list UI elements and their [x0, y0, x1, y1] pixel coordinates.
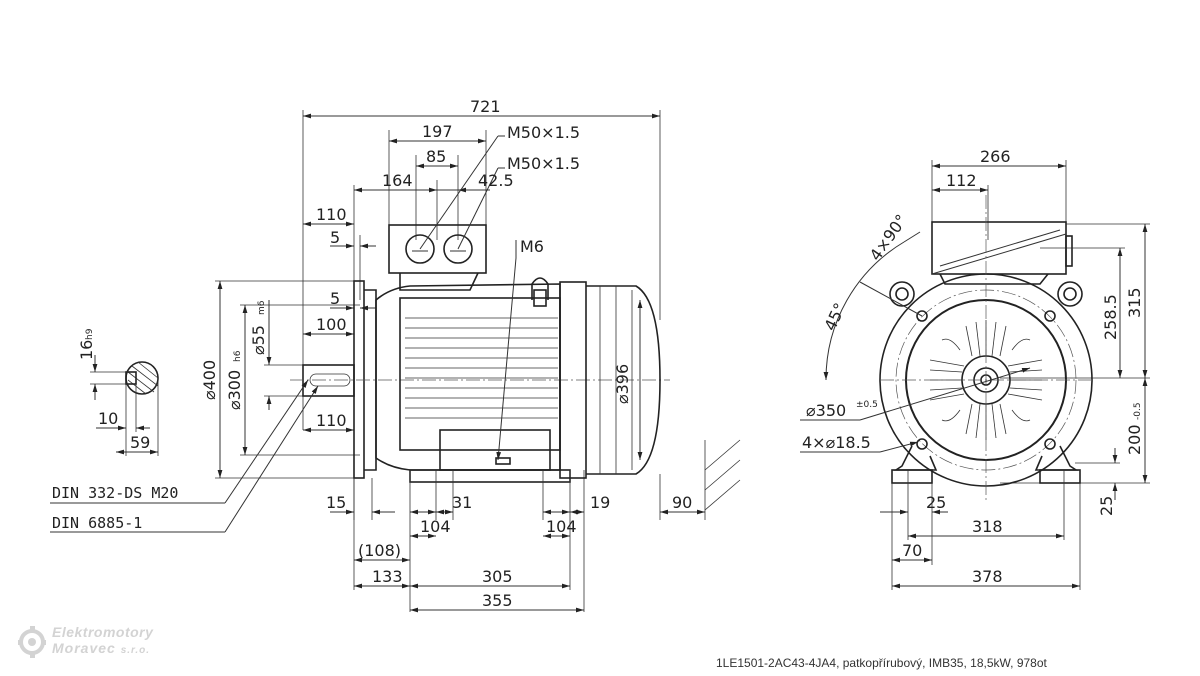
- dim-85: 85: [426, 147, 446, 166]
- front-view: 266 112 4×90° 45° 258.5 315 200 -0.5 25 …: [800, 147, 1150, 590]
- company-logo: Elektromotory Moravec s.r.o.: [18, 622, 218, 662]
- drawing-caption: 1LE1501-2AC43-4JA4, patkopřírubový, IMB3…: [716, 656, 1047, 670]
- dim-fan-cover-dia: ⌀396: [613, 364, 632, 404]
- dim-100-key: 100: [316, 315, 347, 334]
- dim-108-ref: (108): [358, 541, 401, 560]
- dim-110-shoulder: 110: [316, 411, 347, 430]
- din-332-callout: DIN 332-DS M20: [52, 484, 178, 502]
- side-view: 721 197 85 164 42.5 M50×1.5 M50×1.5 110 …: [50, 97, 741, 613]
- din-6885-callout: DIN 6885-1: [52, 514, 142, 532]
- dim-hole-angle: 45°: [820, 300, 849, 334]
- dim-721: 721: [470, 97, 501, 116]
- dim-200-tol: -0.5: [1133, 402, 1143, 420]
- dim-258-5: 258.5: [1101, 294, 1120, 340]
- logo-line-2: Moravec s.r.o.: [52, 640, 150, 656]
- dim-5-flange: 5: [330, 228, 340, 247]
- dim-200: 200: [1125, 424, 1144, 455]
- dim-key-tol: h9: [85, 328, 95, 340]
- dim-197: 197: [422, 122, 453, 141]
- dim-section-width: 59: [130, 433, 150, 452]
- dim-70: 70: [902, 541, 922, 560]
- dim-104-b: 104: [546, 517, 577, 536]
- dim-box-angle: 4×90°: [866, 211, 911, 264]
- dim-5-spigot: 5: [330, 289, 340, 308]
- dim-112: 112: [946, 171, 977, 190]
- dim-key-depth: 10: [98, 409, 118, 428]
- logo-name: Moravec: [52, 640, 116, 656]
- dim-355: 355: [482, 591, 513, 610]
- dim-104-a: 104: [420, 517, 451, 536]
- dim-318: 318: [972, 517, 1003, 536]
- ground-hatch: [704, 439, 741, 511]
- shaft-section: 16 h9 10 59: [77, 328, 159, 456]
- dim-164: 164: [382, 171, 413, 190]
- eye-bolt-label: M6: [520, 237, 544, 256]
- dim-pcd: ⌀350: [806, 401, 846, 420]
- dim-315: 315: [1125, 287, 1144, 318]
- dim-42-5: 42.5: [478, 171, 514, 190]
- logo-line-1: Elektromotory: [52, 624, 154, 640]
- dim-90: 90: [672, 493, 692, 512]
- dim-15: 15: [326, 493, 346, 512]
- dim-133: 133: [372, 567, 403, 586]
- dim-25-height: 25: [1097, 496, 1116, 516]
- dim-305: 305: [482, 567, 513, 586]
- dim-19: 19: [590, 493, 610, 512]
- thread-callout-1: M50×1.5: [507, 123, 580, 142]
- dim-378: 378: [972, 567, 1003, 586]
- dim-25-edge: 25: [926, 493, 946, 512]
- thread-callout-2: M50×1.5: [507, 154, 580, 173]
- gear-icon: [18, 626, 46, 658]
- dim-110-top: 110: [316, 205, 347, 224]
- dim-spigot-dia: ⌀300: [225, 370, 244, 410]
- dim-31: 31: [452, 493, 472, 512]
- dim-holes: 4×⌀18.5: [802, 433, 871, 452]
- cooling-fins: [405, 317, 558, 419]
- dim-shaft-tol: m6: [257, 300, 267, 315]
- dim-pcd-tol: ±0.5: [856, 400, 878, 410]
- dim-266: 266: [980, 147, 1011, 166]
- logo-suffix: s.r.o.: [120, 645, 151, 656]
- dim-shaft-dia: ⌀55: [249, 325, 268, 355]
- dim-flange-dia: ⌀400: [200, 360, 219, 400]
- dim-spigot-tol: h6: [233, 350, 243, 362]
- dim-key-height: 16: [77, 340, 96, 360]
